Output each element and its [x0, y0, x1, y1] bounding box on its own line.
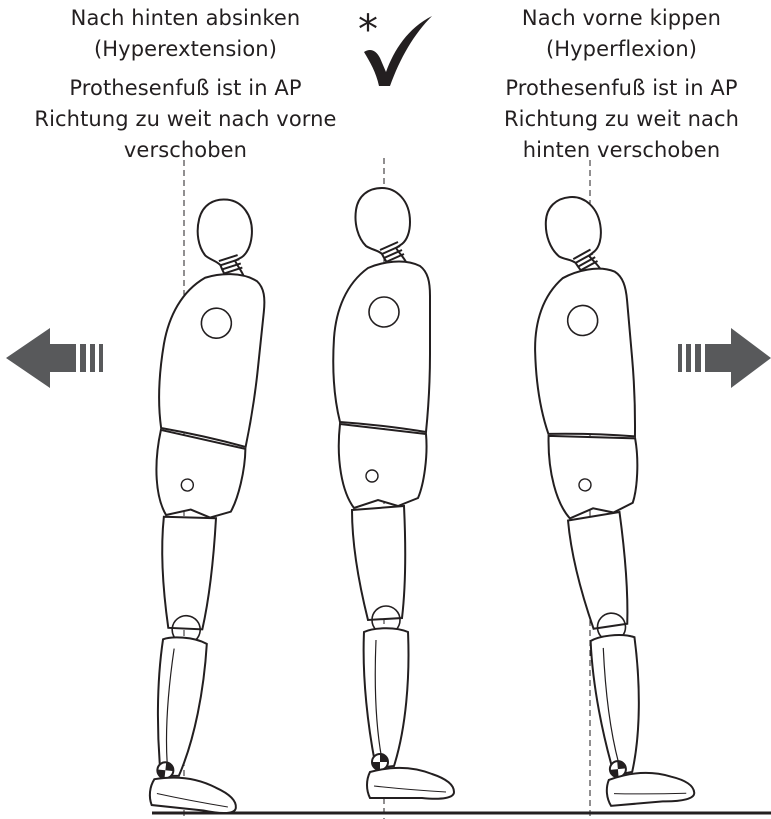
mannequin-hyperflexion [521, 191, 695, 810]
mannequin-hyperextension [115, 195, 299, 815]
mannequin-neutral [333, 188, 454, 799]
arrow-left-icon [6, 328, 103, 388]
arrow-right-icon [678, 328, 771, 388]
